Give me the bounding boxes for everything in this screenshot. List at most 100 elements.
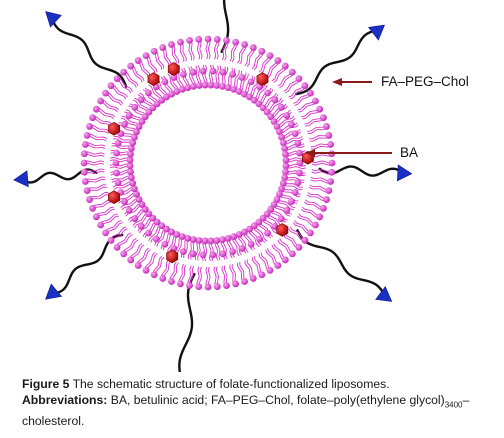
lipid-molecule	[219, 66, 229, 90]
lipid-molecule	[145, 229, 152, 237]
lipid-molecule	[113, 169, 120, 177]
fa-peg-chol-conjugates	[13, 0, 413, 372]
lipid-molecule	[230, 233, 242, 257]
lipid-molecule	[131, 215, 139, 223]
ba-molecule	[108, 121, 120, 136]
fa-peg-chol-molecule	[178, 272, 196, 372]
ba-molecule	[166, 249, 179, 264]
lipid-molecule	[177, 38, 187, 62]
lipid-molecule	[204, 35, 212, 60]
lipid-molecule	[311, 168, 336, 176]
lipid-molecule	[111, 174, 135, 183]
lipid-molecule	[113, 75, 133, 94]
lipid-molecule	[179, 70, 187, 78]
lipid-molecule	[83, 184, 107, 194]
caption-abbrev-text-1: BA, betulinic acid; FA–PEG–Chol, folate–…	[110, 393, 445, 407]
lipid-molecule	[291, 130, 299, 138]
lipid-molecule	[221, 265, 230, 290]
lipid-molecule	[113, 149, 120, 157]
lipid-molecule	[306, 192, 330, 203]
folate-triangle	[45, 11, 62, 28]
lipid-molecule	[311, 159, 336, 167]
folate-triangle	[375, 286, 393, 302]
lipid-molecule	[288, 198, 295, 206]
ba-molecule	[276, 223, 289, 237]
lipid-molecule	[86, 123, 110, 134]
lipid-molecule	[238, 74, 246, 81]
lipid-molecule	[213, 35, 221, 60]
lipid-molecule	[259, 92, 279, 112]
lipid-molecule	[264, 89, 271, 97]
lipid-molecule	[258, 252, 274, 274]
lipid-molecule	[127, 62, 145, 83]
lipid-molecule	[177, 263, 187, 288]
lipid-molecule	[159, 44, 172, 67]
lipid-molecule	[80, 168, 105, 176]
lipid-molecule	[120, 68, 139, 88]
lipid-molecule	[244, 259, 257, 282]
lipid-molecule	[301, 105, 324, 120]
lipid-molecule	[229, 264, 239, 288]
lipid-molecule	[304, 114, 327, 127]
lipid-molecule	[296, 149, 303, 157]
lipid-molecule	[237, 41, 248, 65]
lipid-molecule	[168, 41, 179, 64]
lipid-molecule	[283, 112, 291, 119]
lipid-molecule	[251, 256, 266, 279]
lipid-molecule	[297, 97, 319, 113]
betulinic-acid-molecules	[108, 62, 314, 264]
lipid-molecule	[112, 159, 120, 167]
lipid-molecule	[92, 105, 116, 120]
lipid-molecule	[263, 97, 284, 116]
lipid-molecule	[229, 248, 237, 256]
lipid-molecule	[282, 162, 307, 170]
lipid-molecule	[113, 232, 133, 251]
lipid-molecule	[264, 229, 271, 237]
lipid-molecule	[97, 97, 119, 113]
lipid-molecule	[83, 132, 108, 142]
lipid-molecule	[121, 120, 128, 128]
lipid-molecule	[113, 136, 137, 147]
lipid-molecule	[250, 83, 268, 104]
folate-triangle	[13, 170, 29, 188]
ba-pointer	[305, 149, 392, 157]
lipid-molecule	[229, 38, 239, 63]
lipid-molecule	[209, 251, 217, 259]
lipid-molecule	[81, 176, 106, 185]
lipid-molecule	[265, 57, 282, 79]
caption-abbrev-label: Abbreviations:	[22, 393, 108, 407]
lipid-molecule	[244, 44, 257, 67]
lipid-molecule	[125, 207, 133, 214]
lipid-molecule	[271, 62, 289, 83]
lipid-molecule	[279, 179, 303, 190]
lipid-molecule	[296, 159, 304, 167]
lipid-molecule	[195, 266, 203, 291]
caption-figure-text: The schematic structure of folate-functi…	[72, 377, 390, 391]
lipid-molecule	[288, 82, 309, 100]
lipid-molecule	[134, 247, 151, 269]
fa-peg-chol-molecule	[45, 233, 124, 300]
figure-caption: Figure 5 The schematic structure of fola…	[22, 376, 492, 429]
ba-molecule	[147, 72, 160, 86]
lipid-molecule	[213, 65, 222, 89]
lipid-molecule	[283, 232, 303, 251]
lipid-molecule	[283, 207, 291, 214]
annotation-arrows	[305, 78, 392, 157]
ba-molecule	[108, 190, 120, 205]
fa-peg-chol-molecule	[296, 229, 393, 302]
ba-molecule	[256, 72, 269, 86]
lipid-molecule	[238, 245, 246, 252]
lipid-molecule	[297, 213, 319, 229]
lipid-molecule	[235, 72, 249, 95]
lipid-molecule	[259, 214, 279, 234]
lipid-molecule	[80, 159, 105, 167]
lipid-molecule	[279, 136, 304, 147]
fa-peg-chol-molecule	[295, 24, 385, 96]
lipid-molecule	[167, 231, 181, 254]
lipid-molecule	[209, 67, 217, 75]
lipid-molecule	[142, 52, 158, 74]
lipid-molecule	[168, 261, 179, 285]
caption-figure-label: Figure 5	[22, 377, 70, 391]
caption-abbrev-text-2: –cholesterol.	[22, 393, 470, 429]
fa-peg-chol-pointer	[332, 78, 372, 86]
